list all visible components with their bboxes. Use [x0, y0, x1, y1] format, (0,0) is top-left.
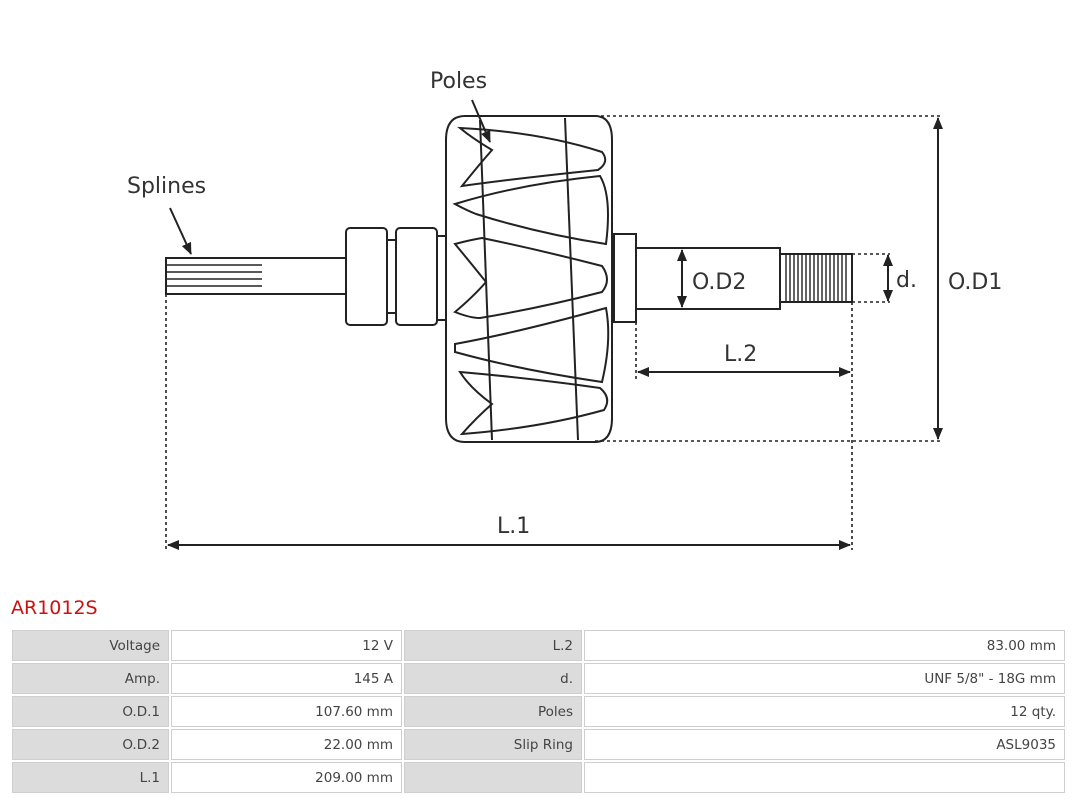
l2-label: L.2 — [724, 342, 757, 367]
od1-label: O.D1 — [948, 270, 1002, 295]
spec-label: O.D.1 — [12, 696, 169, 727]
spec-value: 12 V — [171, 630, 402, 661]
spec-value — [584, 762, 1065, 793]
spec-value: UNF 5/8" - 18G mm — [584, 663, 1065, 694]
spec-value: 12 qty. — [584, 696, 1065, 727]
rotor-diagram: Poles Splines O.D2 d. O.D1 L.2 L.1 — [127, 69, 1002, 550]
table-row: O.D.2 22.00 mm Slip Ring ASL9035 — [12, 729, 1065, 760]
poles-label: Poles — [430, 69, 487, 94]
part-number-title: AR1012S — [11, 597, 98, 619]
specs-table: Voltage 12 V L.2 83.00 mm Amp. 145 A d. … — [10, 628, 1067, 795]
table-row: Amp. 145 A d. UNF 5/8" - 18G mm — [12, 663, 1065, 694]
splines-leader — [169, 207, 192, 255]
hub-block-1 — [345, 227, 388, 326]
thread-lines — [785, 254, 847, 302]
spec-label: L.1 — [12, 762, 169, 793]
extension-lines — [165, 115, 940, 550]
spline-lines — [166, 264, 262, 287]
collar — [613, 233, 637, 323]
spec-value: 209.00 mm — [171, 762, 402, 793]
spec-label: Voltage — [12, 630, 169, 661]
spline-shaft — [165, 257, 347, 295]
spec-value: 22.00 mm — [171, 729, 402, 760]
table-row: O.D.1 107.60 mm Poles 12 qty. — [12, 696, 1065, 727]
claw-poles — [452, 117, 610, 441]
spec-value: ASL9035 — [584, 729, 1065, 760]
l1-label: L.1 — [497, 514, 530, 539]
spec-label: L.2 — [404, 630, 582, 661]
poles-leader — [471, 99, 491, 143]
spec-value: 83.00 mm — [584, 630, 1065, 661]
threaded-end — [779, 253, 853, 303]
od2-label: O.D2 — [692, 270, 746, 295]
rotor-body — [445, 115, 613, 443]
spec-value: 107.60 mm — [171, 696, 402, 727]
spec-value: 145 A — [171, 663, 402, 694]
spec-label: O.D.2 — [12, 729, 169, 760]
splines-label: Splines — [127, 174, 206, 199]
spec-label: Slip Ring — [404, 729, 582, 760]
spec-label — [404, 762, 582, 793]
table-row: Voltage 12 V L.2 83.00 mm — [12, 630, 1065, 661]
spec-label: Amp. — [12, 663, 169, 694]
d-label: d. — [896, 268, 917, 293]
table-row: L.1 209.00 mm — [12, 762, 1065, 793]
spec-label: d. — [404, 663, 582, 694]
spec-label: Poles — [404, 696, 582, 727]
hub-block-2 — [395, 227, 438, 326]
